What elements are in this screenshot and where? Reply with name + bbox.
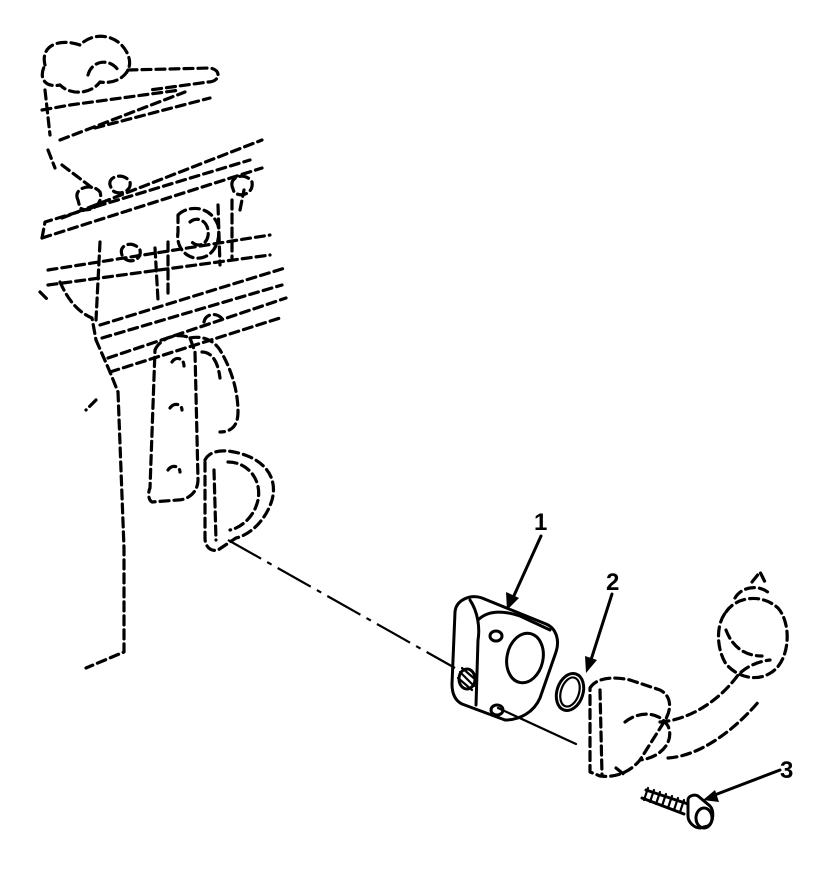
cap-screw-part-3 (640, 786, 715, 830)
arrowhead-1 (506, 592, 519, 610)
callout-number-3: 3 (780, 757, 793, 784)
o-ring-part-2 (554, 671, 586, 713)
flange-adapter-part-1 (450, 595, 560, 722)
arrowhead-3 (703, 790, 719, 802)
bolt-centerline (496, 706, 578, 746)
exhaust-elbow-phantom (588, 570, 789, 778)
engine-bracket-phantom (38, 34, 288, 670)
callout-number-1: 1 (534, 509, 547, 536)
callout-leader-3 (703, 768, 782, 802)
alignment-centerline (227, 539, 456, 669)
callout-number-2: 2 (606, 569, 619, 596)
callout-leader-1 (506, 534, 543, 610)
arrowhead-2 (585, 656, 597, 673)
callout-leader-2 (585, 592, 614, 673)
